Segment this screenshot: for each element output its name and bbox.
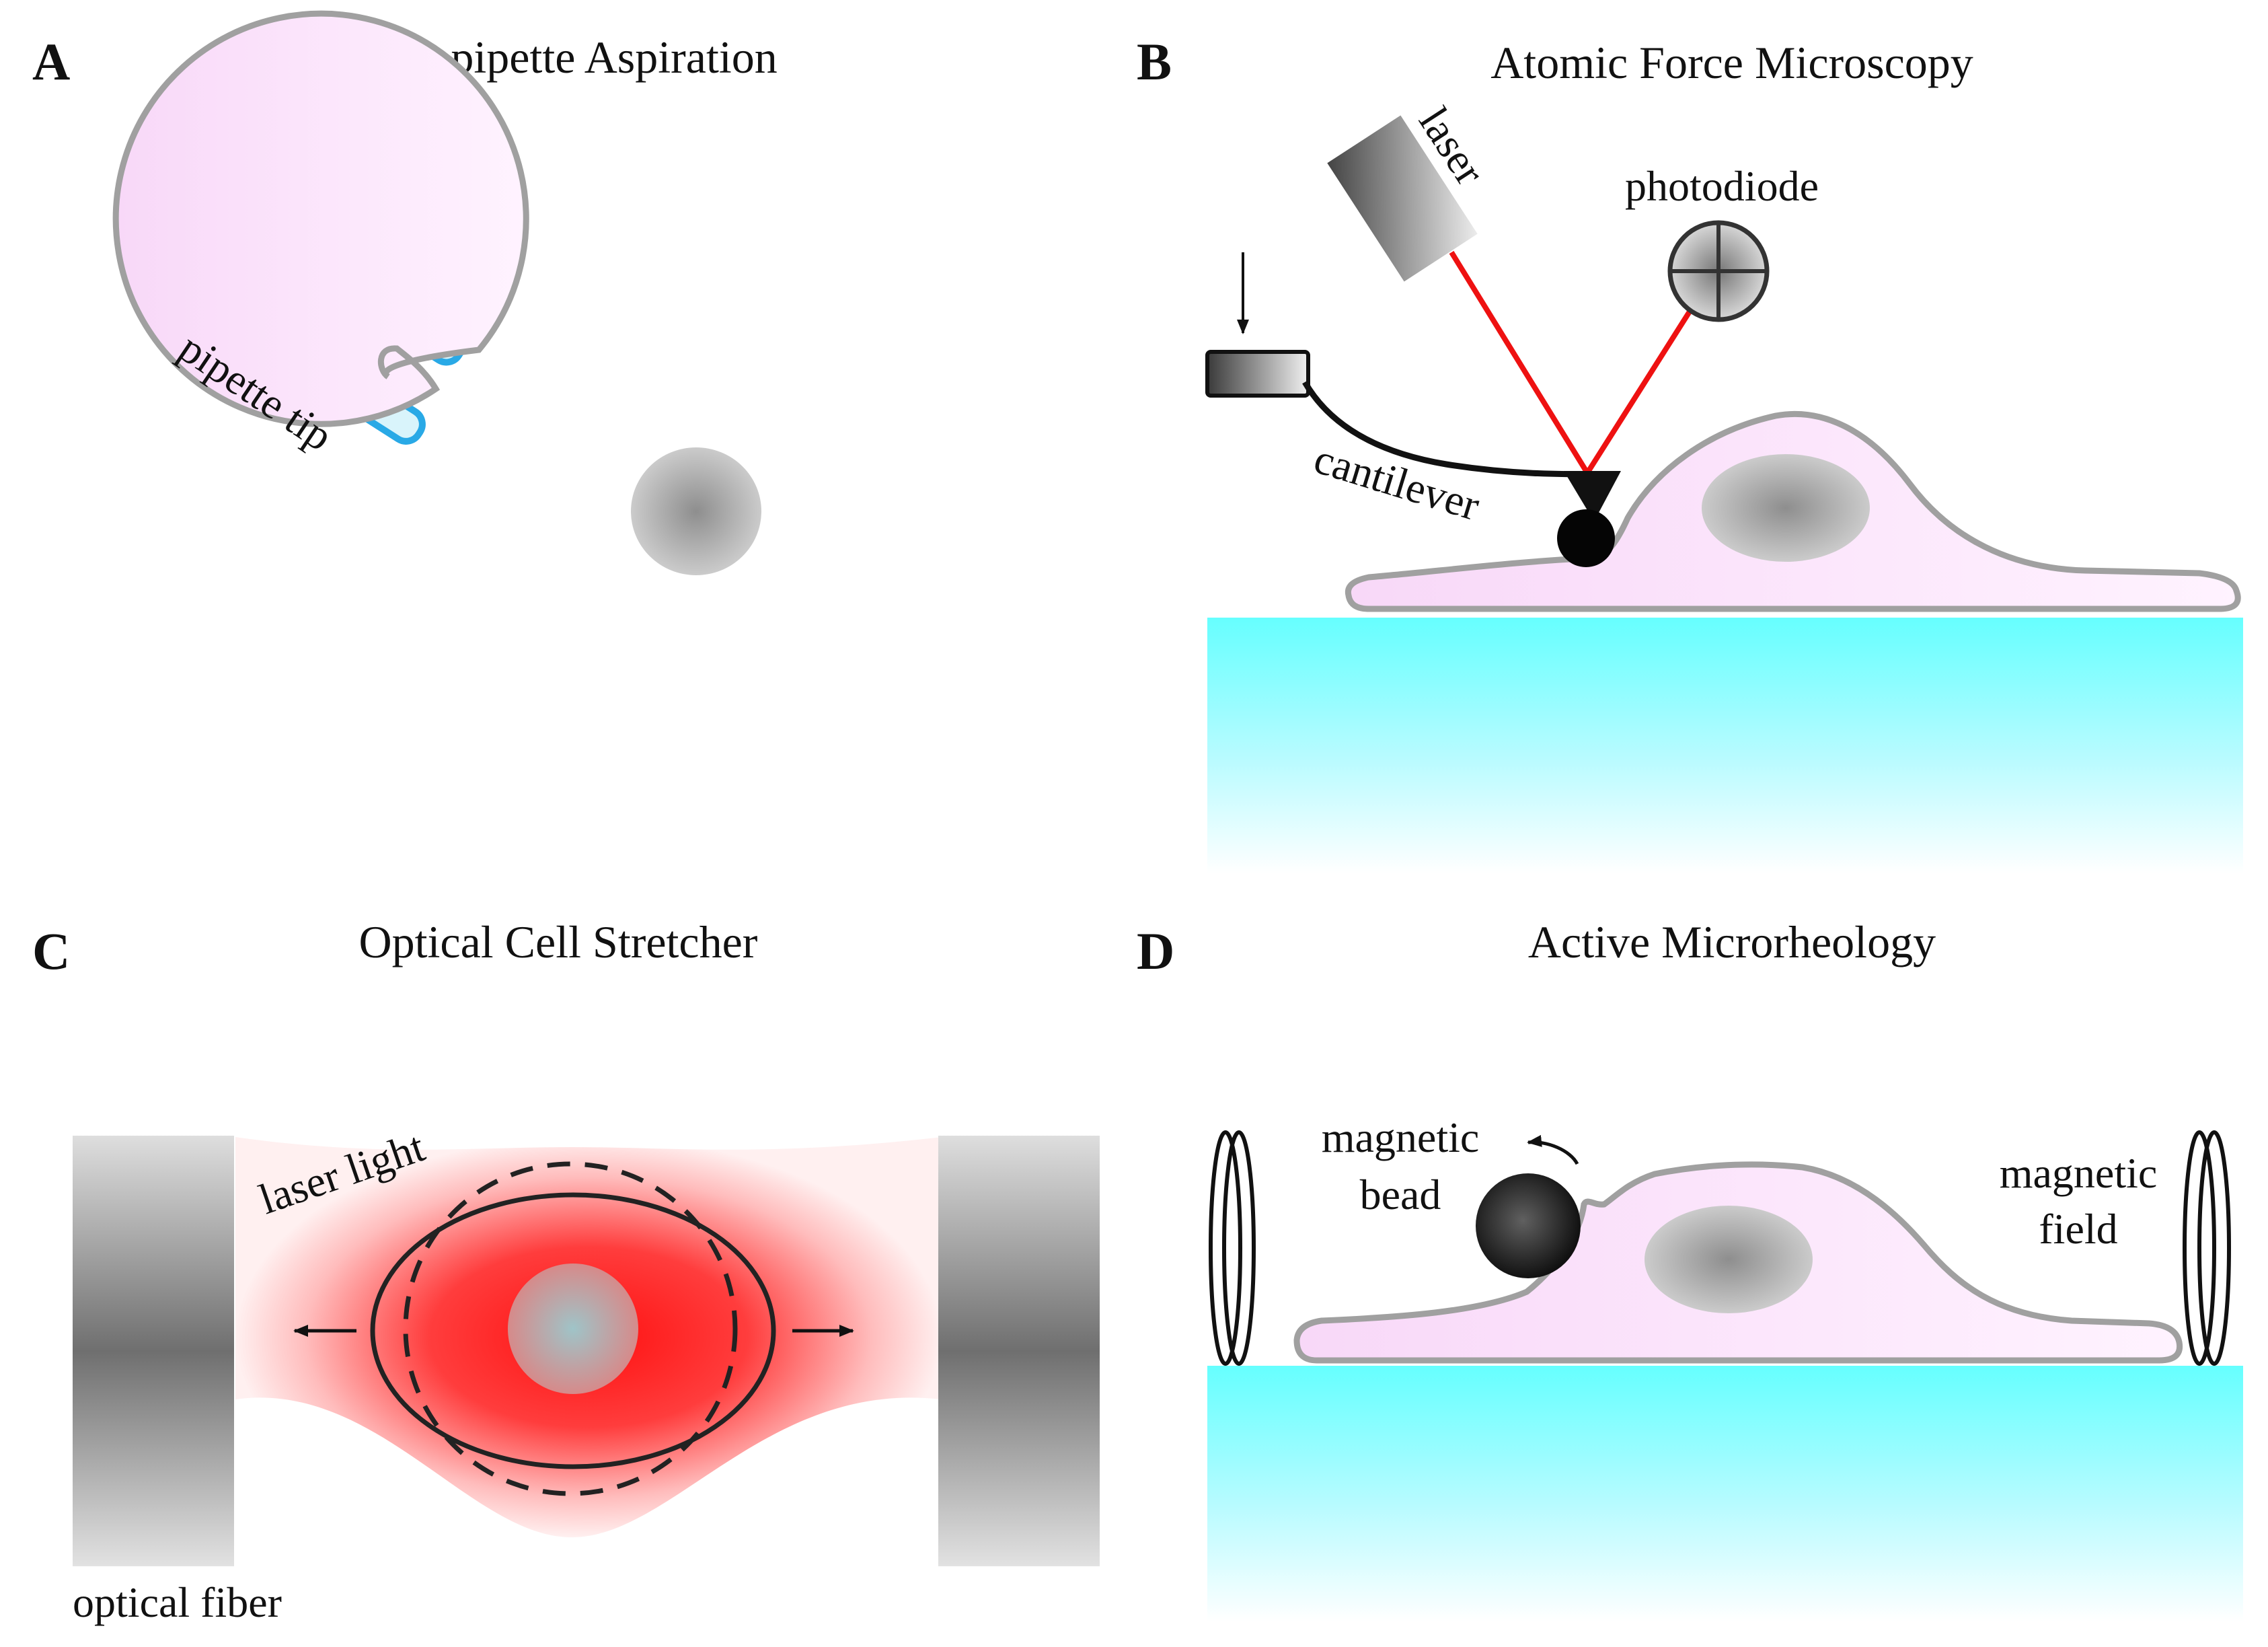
original-cell-outline [403,1161,738,1496]
panel-b-letter: B [1137,32,1172,91]
cell-nucleus-b [1702,454,1870,562]
afm-bead [1557,509,1615,567]
substrate [1207,618,2243,873]
panel-a: A Micropipette Aspiration pipette tip [32,10,778,575]
photodiode-icon [1667,220,1770,322]
magnetic-bead-icon [1476,1173,1581,1278]
cantilever-beam [1302,380,1612,478]
photodiode-label: photodiode [1625,162,1819,210]
panel-c: C Optical Cell Stretcher laser light opt… [32,916,1100,1626]
magnetic-coil-left [1209,1130,1256,1366]
magnetic-bead-label-line1: magnetic [1322,1113,1480,1161]
cantilever-label: cantilever [1309,434,1485,529]
magnetic-field-label-line2: field [2039,1205,2117,1253]
cell-nucleus [631,447,761,575]
cantilever-tip [1564,471,1621,521]
panel-c-letter: C [32,922,70,980]
cantilever-holder [1205,350,1310,398]
magnetic-field-label-line1: magnetic [2000,1149,2158,1197]
panel-b: B Atomic Force Microscopy laser photodio… [1137,32,2243,873]
optical-fiber-label: optical fiber [73,1578,282,1626]
cell-nucleus-c [508,1264,638,1394]
substrate-d [1207,1366,2243,1621]
panel-d-title: Active Microrheology [1528,916,1936,967]
panel-c-title: Optical Cell Stretcher [359,916,758,967]
laser-source [1327,115,1478,282]
optical-fiber-right [938,1136,1100,1566]
cell-nucleus-d [1645,1206,1813,1313]
aspirated-cell [112,10,529,427]
optical-fiber-left [73,1136,234,1566]
panel-d-letter: D [1137,922,1174,980]
magnetic-coil-right [2183,1130,2231,1366]
panel-b-title: Atomic Force Microscopy [1490,37,1973,88]
bead-rotation-arrow [1527,1134,1579,1165]
magnetic-bead-label-line2: bead [1360,1171,1441,1218]
panel-a-letter: A [32,32,70,91]
panel-d: D Active Microrheology magnetic bead mag… [1137,916,2243,1621]
stretched-cell-outline [370,1192,776,1469]
